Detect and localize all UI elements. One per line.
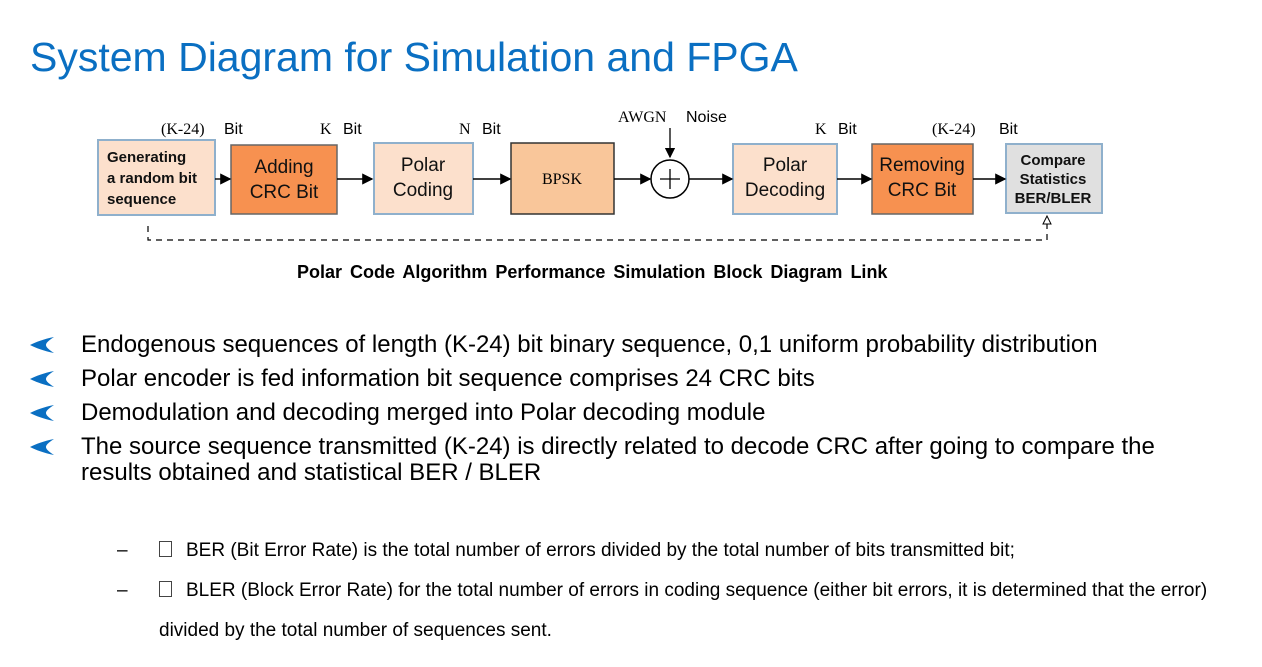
sub-bullet-text: BLER (Block Error Rate) for the total nu… [159, 580, 1208, 641]
label-n: N [459, 121, 471, 138]
label-bit-3: Bit [482, 121, 501, 138]
sub-bullet-text: BER (Bit Error Rate) is the total number… [186, 540, 1015, 561]
block-compare-line-1: Compare [1020, 152, 1085, 169]
label-k24-right: (K-24) [932, 121, 976, 138]
block-diagram: (K-24) Bit K Bit N Bit AWGN Noise K Bit … [97, 109, 1103, 241]
block-compare-line-3: BER/BLER [1015, 190, 1092, 207]
box-glyph-icon [159, 541, 172, 557]
sub-bullet-item: – BER (Bit Error Rate) is the total numb… [0, 531, 1259, 571]
bullet-item: The source sequence transmitted (K-24) i… [0, 434, 1201, 486]
bullet-text: Polar encoder is fed information bit seq… [81, 365, 815, 392]
chevron-left-icon [30, 371, 54, 387]
bullet-text: Demodulation and decoding merged into Po… [81, 399, 766, 426]
block-polar-coding-line-2: Coding [393, 180, 453, 201]
bullet-item: Polar encoder is fed information bit seq… [0, 366, 1201, 392]
label-awgn: AWGN [618, 109, 667, 126]
bullet-list: Endogenous sequences of length (K-24) bi… [0, 332, 1262, 494]
label-k-1: K [320, 121, 332, 138]
block-generating-line-1: Generating [107, 149, 186, 166]
bullet-text: Endogenous sequences of length (K-24) bi… [81, 331, 1098, 358]
label-k-2: K [815, 121, 827, 138]
block-polar-coding-line-1: Polar [401, 155, 446, 176]
bullet-item: Demodulation and decoding merged into Po… [0, 400, 1201, 426]
block-compare [1005, 143, 1103, 214]
feedback-arrow-head [1042, 214, 1052, 225]
block-removing-crc-line-1: Removing [879, 155, 965, 176]
block-generating [97, 139, 216, 216]
box-glyph-icon [159, 581, 172, 597]
block-generating-line-2: a random bit [107, 170, 197, 187]
bullet-text: The source sequence transmitted (K-24) i… [81, 433, 1155, 486]
chevron-left-icon [30, 337, 54, 353]
block-adding-crc-line-1: Adding [254, 157, 313, 178]
diagram-caption: Polar Code Algorithm Performance Simulat… [297, 262, 888, 282]
chevron-left-icon [30, 405, 54, 421]
block-polar-decoding-line-1: Polar [763, 155, 808, 176]
label-bit-1: Bit [224, 121, 243, 138]
plus-circle-icon [650, 159, 690, 199]
block-generating-line-3: sequence [107, 191, 176, 208]
block-polar-decoding-line-2: Decoding [745, 180, 825, 201]
chevron-left-icon [30, 439, 54, 455]
bullet-item: Endogenous sequences of length (K-24) bi… [0, 332, 1201, 358]
block-polar-coding [373, 142, 474, 215]
page-title: System Diagram for Simulation and FPGA [30, 34, 798, 80]
label-noise: Noise [686, 109, 727, 126]
block-removing-crc [871, 143, 974, 215]
block-bpsk-label: BPSK [542, 171, 582, 188]
label-k24-left: (K-24) [161, 121, 205, 138]
sub-bullet-list: – BER (Bit Error Rate) is the total numb… [0, 531, 1259, 651]
block-removing-crc-line-2: CRC Bit [888, 180, 957, 201]
label-bit-2: Bit [343, 121, 362, 138]
label-bit-4: Bit [838, 121, 857, 138]
dash-marker: – [117, 540, 128, 561]
block-bpsk [510, 142, 615, 215]
label-bit-5: Bit [999, 121, 1018, 138]
block-compare-line-2: Statistics [1020, 171, 1087, 188]
sub-bullet-item: – BLER (Block Error Rate) for the total … [0, 571, 1259, 651]
block-adding-crc [230, 144, 338, 215]
dashed-feedback-link [147, 224, 1048, 241]
dash-marker: – [117, 580, 128, 601]
block-adding-crc-line-2: CRC Bit [250, 182, 319, 203]
